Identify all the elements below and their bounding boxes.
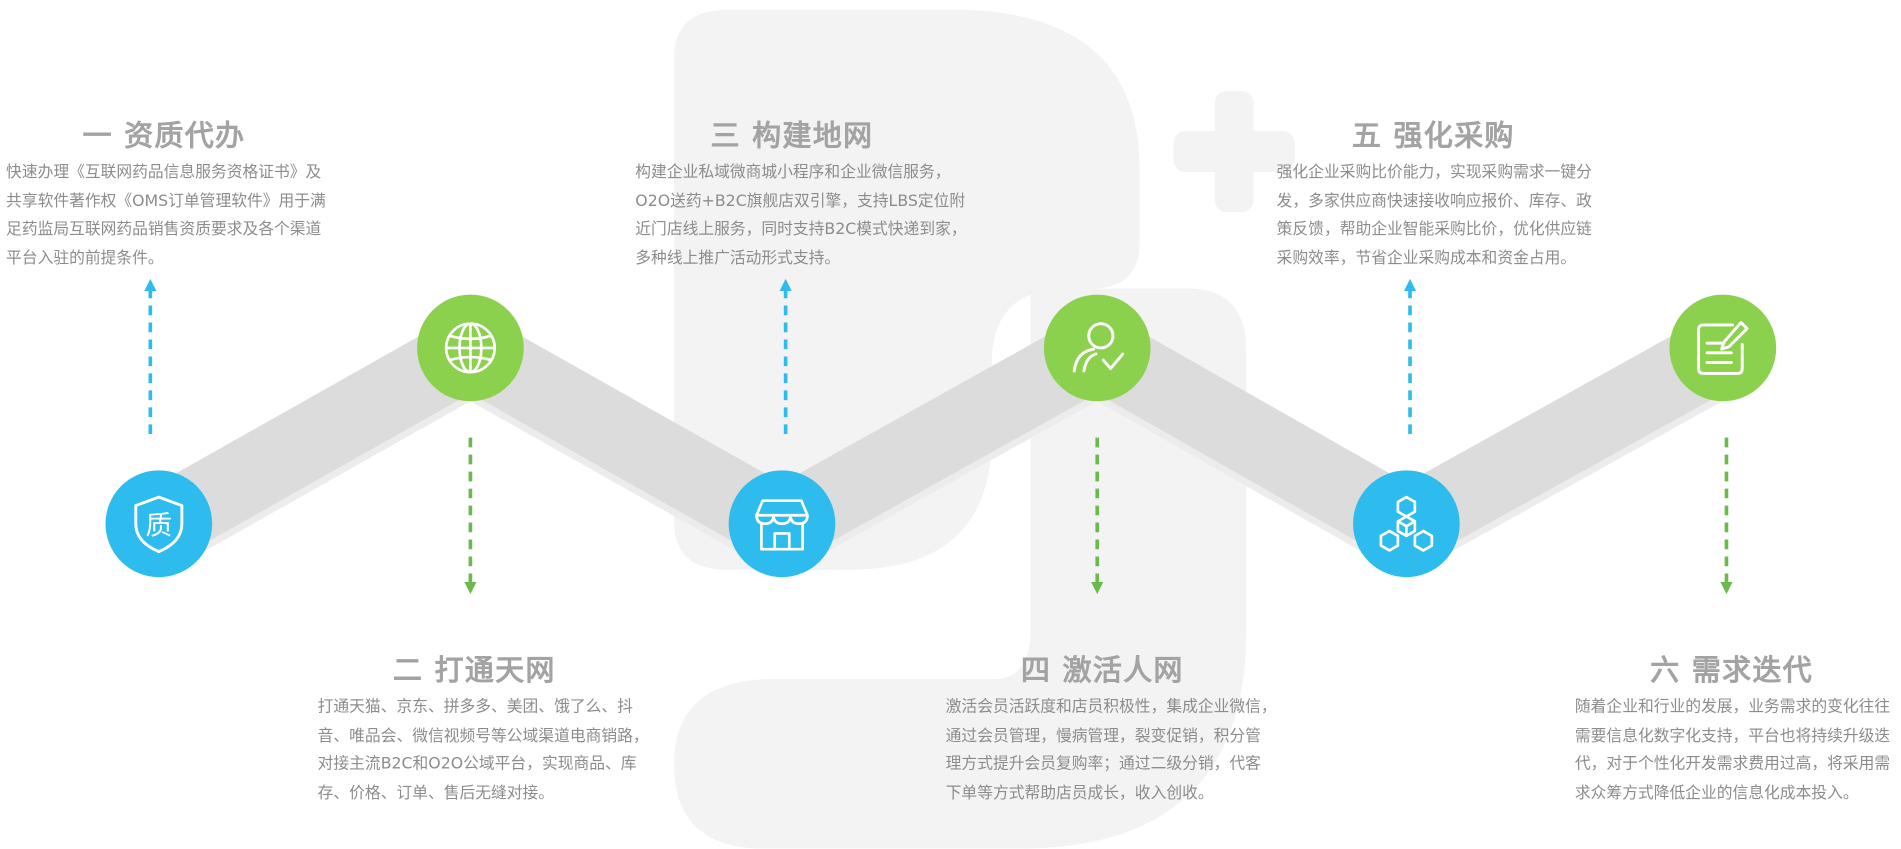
step-5-line-4: 采购效率，节省企业采购成本和资金占用。: [1276, 249, 1577, 268]
step-5-up-arrow-head: [1403, 278, 1417, 291]
step-4-down-arrow-head: [1091, 581, 1104, 595]
step-1-up-arrow-head: [144, 278, 157, 291]
globe-icon: [444, 322, 496, 374]
step-4-title: 四 激活人网: [1020, 653, 1184, 688]
step-1-line-1: 快速办理《互联网药品信息服务资格证书》及: [6, 163, 322, 182]
step-3-node: [728, 470, 836, 578]
step-4-line-4: 下单等方式帮助店员成长，收入创收。: [945, 783, 1214, 803]
step-1-line-3: 足药监局互联网药品销售资质要求及各个渠道: [6, 220, 322, 239]
step-2-down-arrow: [464, 437, 477, 595]
watermark-plus-horizontal: [1173, 130, 1295, 173]
step-6-down-arrow: [1720, 437, 1733, 595]
step-2-title: 二 打通天网: [392, 653, 556, 688]
step-3-up-arrow: [779, 278, 792, 435]
step-6-title: 六 需求迭代: [1650, 653, 1813, 688]
step-1-node: 质: [105, 470, 213, 578]
step-4-line-1: 激活会员活跃度和店员积极性，集成企业微信，: [945, 698, 1277, 717]
step-6-line-2: 需要信息化数字化支持，平台也将持续升级迭: [1574, 726, 1891, 746]
user-check-icon: [1072, 322, 1125, 373]
step-6-node: [1669, 294, 1777, 402]
watermark-shape-bottom: [674, 288, 1247, 849]
storefront-icon: [755, 499, 809, 551]
step-1-description: 快速办理《互联网药品信息服务资格证书》及 共享软件著作权《OMS订单管理软件》用…: [6, 159, 326, 273]
step-1-title: 一 资质代办: [82, 118, 246, 153]
step-4-description: 激活会员活跃度和店员积极性，集成企业微信， 通过会员管理，慢病管理，裂变促销，积…: [946, 693, 1277, 807]
step-1-up-arrow: [144, 278, 157, 435]
arrows-layer: [144, 278, 1733, 595]
step-6-line-4: 求众筹方式降低企业的信息化成本投入。: [1574, 783, 1859, 803]
step-2-down-arrow-head: [464, 581, 477, 595]
step-5-line-1: 强化企业采购比价能力，实现采购需求一键分: [1276, 163, 1592, 182]
step-5-line-2: 发，多家供应商快速接收响应报价、库存、政: [1276, 192, 1592, 211]
step-5-description: 强化企业采购比价能力，实现采购需求一键分 发，多家供应商快速接收响应报价、库存、…: [1277, 159, 1592, 273]
step-4-node: [1043, 294, 1151, 402]
step-6-line-3: 代，对于个性化开发需求费用过高，将采用需: [1574, 755, 1891, 774]
step-3-up-arrow-head: [779, 278, 792, 291]
step-3-description: 构建企业私域微商城小程序和企业微信服务， O2O送药+B2C旗舰店双引擎，支持L…: [635, 159, 966, 273]
step-3-line-3: 近门店线上服务，同时支持B2C模式快递到家，: [635, 220, 967, 239]
step-6-description: 随着企业和行业的发展，业务需求的变化往往 需要信息化数字化支持，平台也将持续升级…: [1575, 693, 1890, 807]
shield-quality-icon: 质: [134, 495, 184, 554]
step-2-line-3: 对接主流B2C和O2O公域平台，实现商品、库: [317, 755, 637, 774]
step-5-title: 五 强化采购: [1351, 118, 1515, 153]
step-6-line-1: 随着企业和行业的发展，业务需求的变化往往: [1574, 698, 1891, 717]
step-1-line-2: 共享软件著作权《OMS订单管理软件》用于满: [6, 192, 326, 211]
step-2-line-4: 存、价格、订单、售后无缝对接。: [317, 783, 555, 803]
step-3-line-4: 多种线上推广活动形式支持。: [635, 249, 841, 268]
step-4-line-2: 通过会员管理，慢病管理，裂变促销，积分管: [945, 726, 1261, 746]
step-3-title: 三 构建地网: [710, 118, 874, 153]
step-2-node: [417, 294, 524, 402]
step-3-line-2: O2O送药+B2C旗舰店双引擎，支持LBS定位附: [635, 192, 966, 211]
step-3-line-1: 构建企业私域微商城小程序和企业微信服务，: [635, 163, 951, 182]
step-5-node: [1353, 470, 1460, 578]
edit-document-icon: [1697, 321, 1749, 375]
background-watermark: [674, 9, 1295, 849]
cubes-icon: [1379, 495, 1434, 552]
step-2-line-2: 音、唯品会、微信视频号等公域渠道电商销路，: [317, 726, 649, 746]
step-6-down-arrow-head: [1720, 581, 1733, 595]
watermark-shape-top: [674, 9, 1140, 570]
step-2-line-1: 打通天猫、京东、拼多多、美团、饿了么、抖: [317, 698, 633, 717]
zigzag-band: [121, 312, 1761, 564]
step-4-line-3: 理方式提升会员复购率；通过二级分销，代客: [945, 755, 1261, 774]
shield-quality-glyph: 质: [145, 511, 172, 542]
step-4-down-arrow: [1091, 437, 1104, 595]
step-5-up-arrow: [1403, 278, 1417, 435]
step-1-line-4: 平台入驻的前提条件。: [6, 249, 164, 268]
step-2-description: 打通天猫、京东、拼多多、美团、饿了么、抖 音、唯品会、微信视频号等公域渠道电商销…: [318, 693, 649, 807]
step-5-line-3: 策反馈，帮助企业智能采购比价，优化供应链: [1276, 220, 1592, 239]
